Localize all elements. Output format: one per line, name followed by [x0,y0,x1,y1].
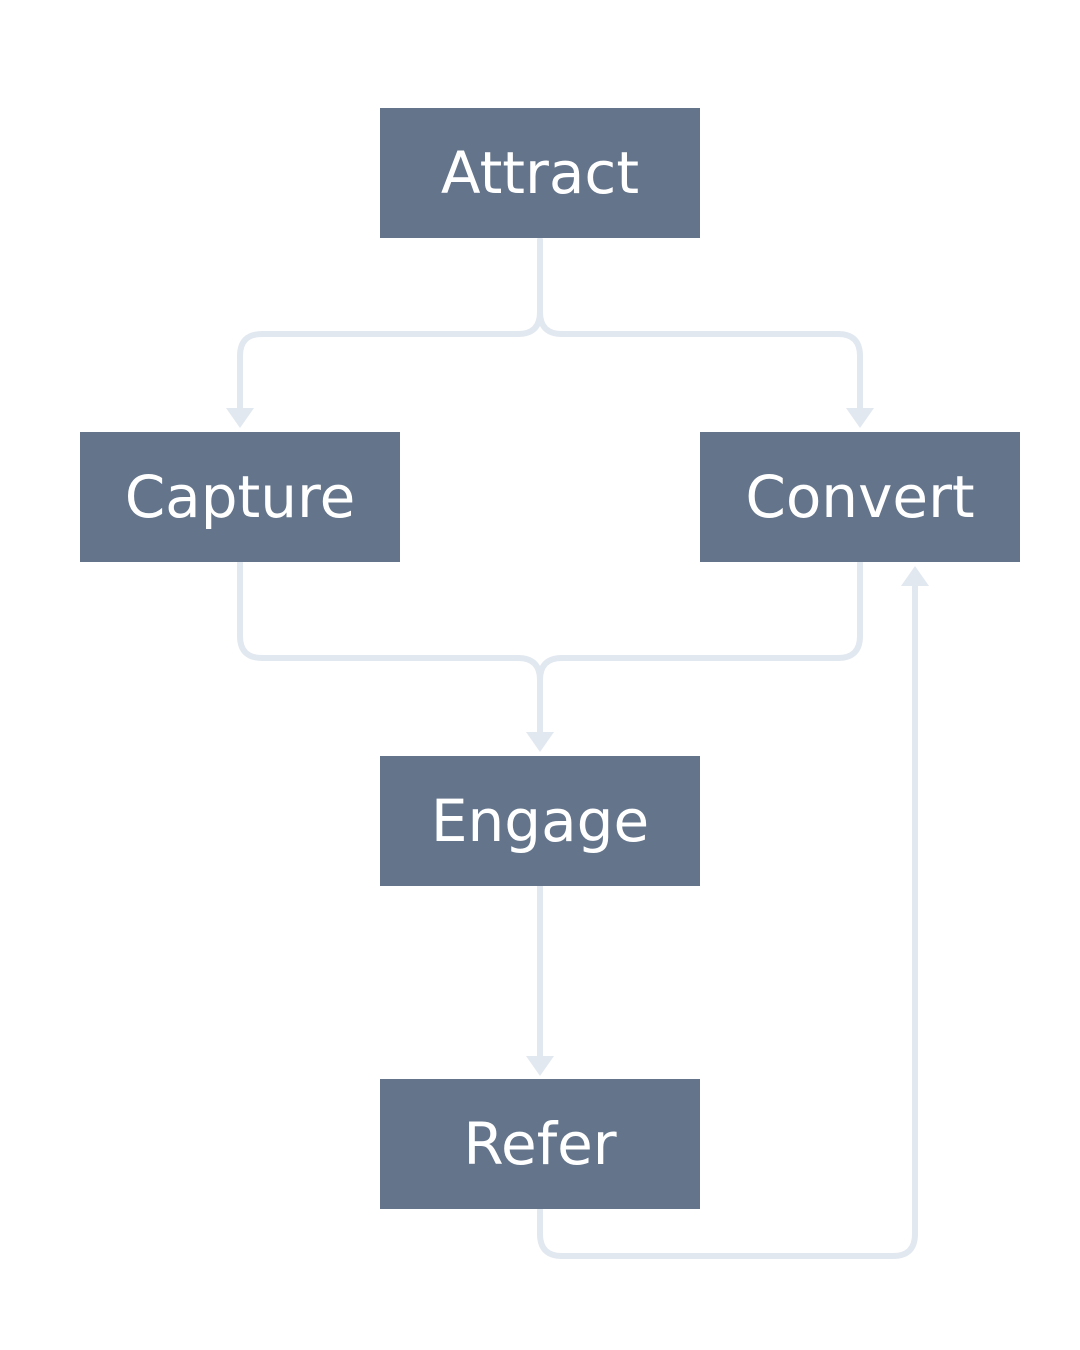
node-convert: Convert [700,432,1020,562]
node-refer-label: Refer [463,1110,616,1178]
edges [226,237,929,1259]
edge-refer-to-convert [537,581,918,1259]
node-capture-label: Capture [125,463,356,531]
arrowhead-engage [526,732,554,752]
edge-capture-to-engage [237,560,543,737]
arrowhead-refer [526,1056,554,1076]
node-engage-label: Engage [431,787,649,855]
node-engage: Engage [380,756,700,886]
arrowhead-capture [226,408,254,428]
edge-attract-to-capture [237,237,543,413]
arrowhead-convert-loop [901,566,929,586]
arrowhead-convert [846,408,874,428]
node-attract: Attract [380,108,700,238]
node-attract-label: Attract [441,139,639,207]
edge-convert-to-engage [537,560,863,737]
node-convert-label: Convert [745,463,974,531]
edge-attract-to-convert [537,237,863,413]
node-capture: Capture [80,432,400,562]
node-refer: Refer [380,1079,700,1209]
